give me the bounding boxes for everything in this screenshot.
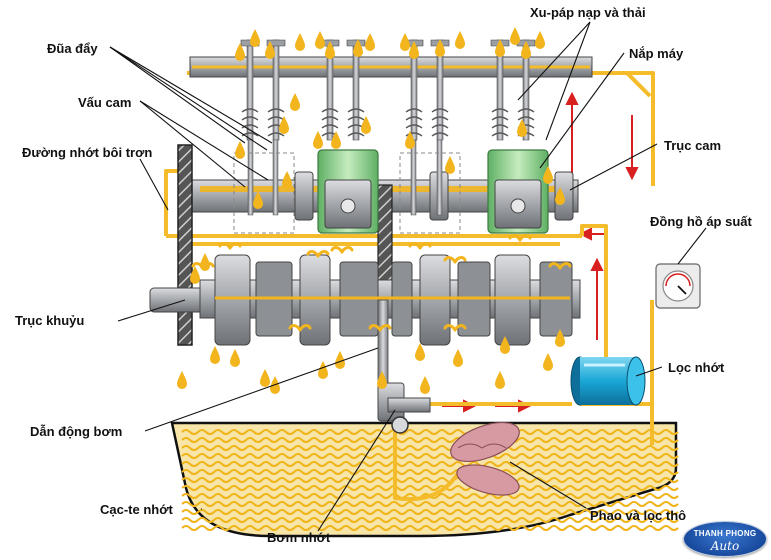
leader-lines [109, 21, 707, 532]
oil-wave [181, 517, 679, 523]
oil-drop [415, 343, 425, 361]
brand-logo-line1: THANH PHONG [693, 529, 757, 538]
oil-drop [313, 131, 323, 149]
label-pushrod: Đũa đẩy [47, 41, 98, 56]
oil-drop [295, 33, 305, 51]
label-cam-lobe: Vấu cam [78, 95, 132, 110]
brand-logo-line2: Auto [710, 539, 740, 553]
oil-wave [181, 461, 679, 467]
oil-wave [181, 445, 679, 451]
label-oil-pump: Bơm nhớt [267, 530, 331, 545]
label-float-strainer: Phao và lọc thô [590, 508, 687, 523]
oil-wave [181, 485, 679, 491]
oil-drop [455, 31, 465, 49]
oil-wave [181, 437, 679, 443]
label-pump-drive: Dẫn động bơm [30, 424, 123, 439]
oil-drop [230, 349, 240, 367]
crank-throw [494, 254, 531, 346]
label-oil-gallery: Đường nhớt bôi trơn [22, 145, 153, 160]
label-oil-sump: Cạc-te nhớt [100, 502, 173, 517]
oil-wave [181, 477, 679, 483]
oil-drop [420, 376, 430, 394]
label-camshaft: Trục cam [664, 138, 722, 153]
label-intake-exhaust-valves: Xu-páp nạp và thải [530, 5, 646, 20]
oil-wave [181, 453, 679, 459]
oil-drop [365, 33, 375, 51]
oil-drop [400, 33, 410, 51]
oil-drop [315, 31, 325, 49]
oil-drop [318, 361, 328, 379]
crank-throw [214, 254, 251, 346]
oil-drop [290, 93, 300, 111]
oil-drop [235, 141, 245, 159]
oil-pressure-gauge-icon [655, 263, 701, 309]
oil-wave [181, 501, 679, 507]
brand-logo: THANH PHONG Auto [683, 521, 767, 557]
label-oil-filter: Lọc nhớt [668, 360, 725, 375]
oil-drop [453, 349, 463, 367]
oil-drop [210, 346, 220, 364]
crank-throw [419, 254, 451, 346]
oil-wave [181, 525, 679, 531]
crankshaft [149, 254, 581, 346]
valves-and-pushrods [233, 39, 536, 234]
float-and-strainer [450, 421, 520, 496]
oil-pump [377, 299, 431, 434]
crank-throw [299, 254, 331, 346]
oil-wave [181, 429, 679, 435]
oil-drop [495, 371, 505, 389]
cylinders [317, 149, 549, 234]
oil-drop [535, 31, 545, 49]
oil-wave [181, 469, 679, 475]
oil-drop [445, 156, 455, 174]
label-cylinder-head: Nắp máy [629, 46, 684, 61]
oil-drop [282, 171, 292, 189]
oil-drop [177, 371, 187, 389]
label-pressure-gauge: Đồng hồ áp suất [650, 214, 752, 229]
oil-drop [250, 29, 260, 47]
oil-filter-icon [570, 356, 646, 406]
oil-wave [181, 509, 679, 515]
oil-drop [260, 369, 270, 387]
oil-drop [543, 353, 553, 371]
oil-splash [330, 246, 354, 254]
oil-drop [510, 27, 520, 45]
label-crankshaft: Trục khuỷu [15, 313, 85, 328]
